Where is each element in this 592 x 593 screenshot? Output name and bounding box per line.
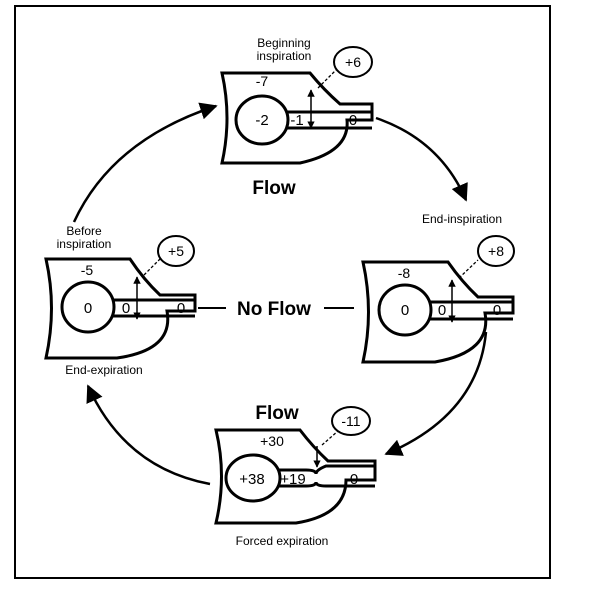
chest-wall bbox=[220, 71, 374, 165]
leader-line bbox=[143, 258, 161, 276]
transmural-pressure: +5 bbox=[168, 243, 184, 259]
flow-label: Flow bbox=[252, 178, 295, 199]
transmural-pressure-bubble bbox=[157, 235, 195, 267]
chest-wall bbox=[214, 428, 377, 525]
chest-wall bbox=[44, 257, 197, 360]
chest-wall bbox=[361, 260, 515, 364]
caption: Forced expiration bbox=[236, 534, 329, 548]
caption-bottom: End-expiration bbox=[65, 363, 142, 377]
caption-line2: inspiration bbox=[57, 237, 112, 251]
caption-line1: Beginning bbox=[257, 36, 310, 50]
alveolar-pressure: -2 bbox=[255, 112, 268, 129]
alveolar-pressure: +38 bbox=[239, 471, 264, 488]
outer-frame bbox=[14, 5, 551, 579]
alveolar-pressure: 0 bbox=[401, 302, 409, 319]
airway-pressure: 0 bbox=[438, 302, 446, 319]
transmural-pressure: +6 bbox=[345, 54, 361, 70]
pleural-pressure: +30 bbox=[260, 433, 284, 449]
flow-label: Flow bbox=[255, 403, 298, 424]
transmural-pressure: -11 bbox=[341, 413, 360, 429]
airway bbox=[112, 298, 195, 318]
leader-line bbox=[321, 430, 339, 446]
pleural-pressure: -7 bbox=[256, 73, 269, 89]
airway bbox=[429, 300, 513, 321]
cycle-arrow-bottom-right bbox=[384, 331, 488, 456]
leader-line bbox=[458, 259, 479, 279]
mouth-pressure: 0 bbox=[350, 471, 358, 488]
cycle-arrow-top-right bbox=[375, 116, 468, 202]
cycle-arrow-top-left bbox=[72, 102, 218, 223]
state-end-expiration: Before inspiration +5 -5 0 0 0 End-expir… bbox=[44, 224, 197, 377]
airway bbox=[286, 110, 372, 130]
transmural-pressure: +8 bbox=[488, 243, 504, 259]
transmural-pressure-bubble bbox=[477, 235, 515, 267]
no-flow-indicator: No Flow bbox=[198, 299, 354, 320]
caption-line2: inspiration bbox=[257, 49, 312, 63]
caption-line1: Before bbox=[66, 224, 102, 238]
mouth-pressure: 0 bbox=[177, 300, 185, 317]
transmural-pressure-bubble bbox=[333, 46, 373, 78]
transmural-pressure-bubble bbox=[331, 406, 371, 436]
state-end-inspiration: End-inspiration +8 -8 0 0 0 bbox=[361, 212, 515, 364]
airway-pressure: -1 bbox=[290, 112, 303, 129]
airway-pressure: 0 bbox=[122, 300, 130, 317]
state-forced-expiration: Flow -11 +30 +38 +19 0 Forced expiration bbox=[214, 403, 377, 548]
state-beginning-inspiration: +6 Beginning inspiration -7 -2 -1 0 Flow bbox=[220, 36, 374, 199]
mouth-pressure: 0 bbox=[349, 112, 357, 129]
alveolus bbox=[224, 453, 282, 503]
airway-pressure: +19 bbox=[280, 471, 305, 488]
pleural-pressure: -5 bbox=[81, 262, 94, 278]
cycle-arrow-bottom-left bbox=[86, 384, 211, 486]
mouth-pressure: 0 bbox=[493, 302, 501, 319]
alveolus bbox=[234, 94, 290, 146]
compressed-airway bbox=[279, 464, 375, 488]
alveolus bbox=[377, 283, 433, 337]
no-flow-label: No Flow bbox=[237, 299, 311, 320]
alveolar-pressure: 0 bbox=[84, 300, 92, 317]
pleural-pressure: -8 bbox=[398, 265, 411, 281]
caption: End-inspiration bbox=[422, 212, 502, 226]
alveolus bbox=[60, 280, 116, 334]
